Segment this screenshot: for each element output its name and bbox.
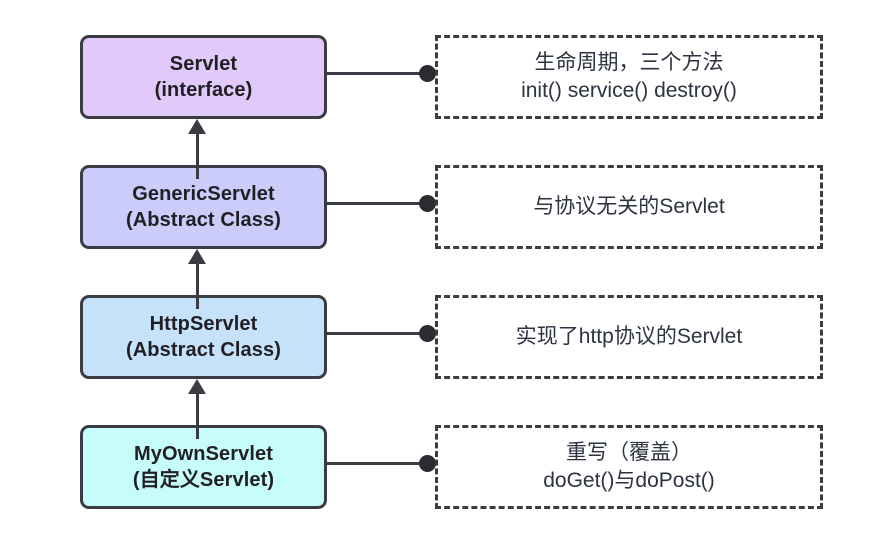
class-box-httpservlet-name: HttpServlet — [149, 313, 258, 335]
class-box-genericservlet[interactable]: GenericServlet (Abstract Class) — [80, 165, 327, 249]
note-box-servlet-line1: 生命周期，三个方法 — [534, 51, 724, 75]
note-box-servlet: 生命周期，三个方法 init() service() destroy() — [435, 35, 823, 119]
note-box-httpservlet-line1: 实现了http协议的Servlet — [515, 325, 743, 349]
class-box-genericservlet-kind: (Abstract Class) — [126, 209, 281, 231]
note-box-myownservlet: 重写（覆盖） doGet()与doPost() — [435, 425, 823, 509]
class-box-servlet-kind: (interface) — [154, 79, 253, 101]
leader-line-servlet-note — [327, 72, 427, 75]
inheritance-arrow-httpservlet-to-genericservlet — [188, 249, 206, 309]
class-box-httpservlet-kind: (Abstract Class) — [126, 339, 281, 361]
class-box-myownservlet-name: MyOwnServlet — [133, 443, 274, 465]
note-box-genericservlet: 与协议无关的Servlet — [435, 165, 823, 249]
note-box-genericservlet-line1: 与协议无关的Servlet — [533, 195, 725, 219]
note-box-myownservlet-line1: 重写（覆盖） — [566, 441, 692, 465]
class-box-myownservlet-kind: (自定义Servlet) — [132, 469, 275, 491]
note-box-httpservlet: 实现了http协议的Servlet — [435, 295, 823, 379]
leader-dot-myownservlet-note — [419, 455, 436, 472]
leader-line-myownservlet-note — [327, 462, 427, 465]
class-box-myownservlet[interactable]: MyOwnServlet (自定义Servlet) — [80, 425, 327, 509]
leader-dot-servlet-note — [419, 65, 436, 82]
leader-line-genericservlet-note — [327, 202, 427, 205]
leader-dot-httpservlet-note — [419, 325, 436, 342]
class-box-httpservlet[interactable]: HttpServlet (Abstract Class) — [80, 295, 327, 379]
class-box-genericservlet-name: GenericServlet — [132, 183, 275, 205]
leader-line-httpservlet-note — [327, 332, 427, 335]
class-box-servlet[interactable]: Servlet (interface) — [80, 35, 327, 119]
leader-dot-genericservlet-note — [419, 195, 436, 212]
inheritance-arrow-myownservlet-to-httpservlet — [188, 379, 206, 439]
note-box-myownservlet-line2: doGet()与doPost() — [543, 469, 715, 492]
note-box-servlet-line2: init() service() destroy() — [521, 79, 737, 102]
class-box-servlet-name: Servlet — [169, 53, 238, 75]
inheritance-arrow-genericservlet-to-servlet — [188, 119, 206, 179]
